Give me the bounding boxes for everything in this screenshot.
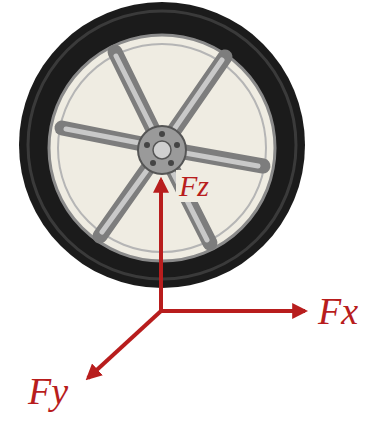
hub-cap (153, 141, 171, 159)
force-arrow-y (88, 311, 161, 378)
force-arrow-z (159, 180, 163, 311)
force-arrow-x (159, 309, 305, 313)
force-label: Fx (318, 292, 358, 330)
lug-nuts (144, 131, 180, 166)
hub (138, 126, 186, 174)
force-arrows (88, 180, 305, 378)
force-label: Fy (28, 372, 68, 410)
force-label: Fz (176, 170, 212, 202)
